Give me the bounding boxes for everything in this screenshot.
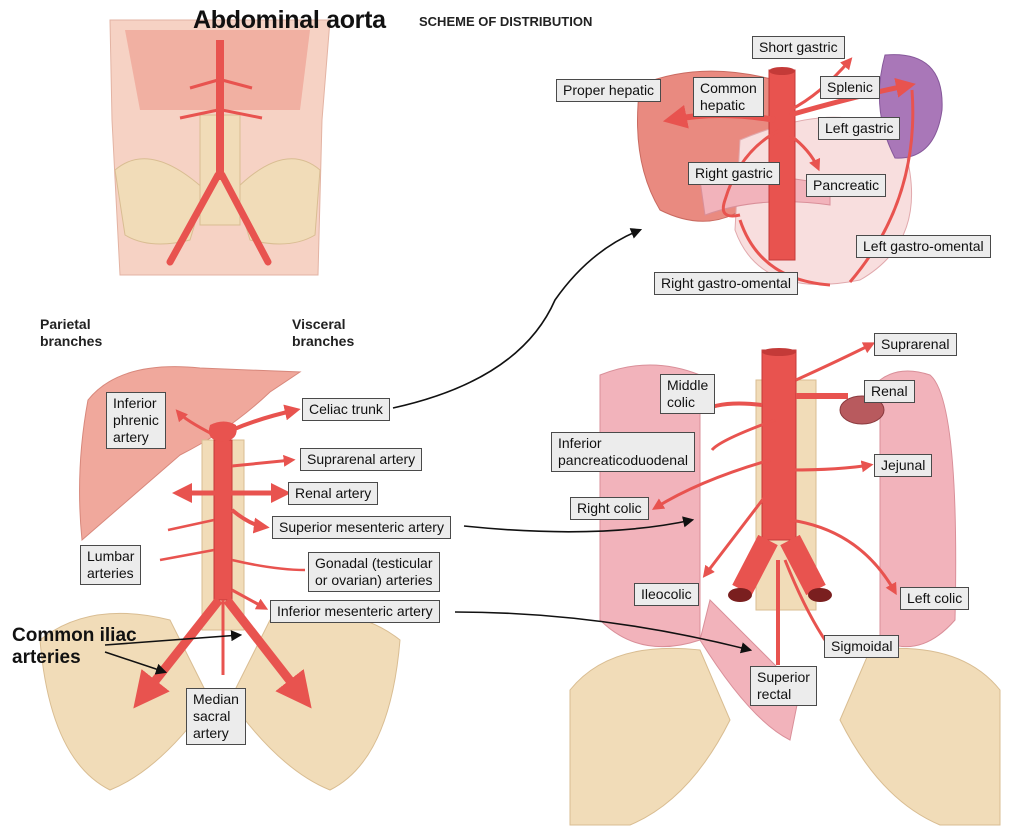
label-jejunal: Jejunal <box>874 454 933 477</box>
figure-title: Abdominal aorta <box>193 6 386 34</box>
label-common-iliac-arteries: Common iliac arteries <box>12 625 137 668</box>
label-suprarenal-artery: Suprarenal artery <box>300 448 423 471</box>
label-right-gastric: Right gastric <box>688 162 780 185</box>
label-short-gastric: Short gastric <box>752 36 845 59</box>
label-right-colic: Right colic <box>570 497 649 520</box>
label-pancreatic: Pancreatic <box>806 174 887 197</box>
torso-thumbnail <box>109 19 331 276</box>
label-median-sacral-artery: Median sacral artery <box>186 688 246 745</box>
label-superior-mesenteric-artery: Superior mesenteric artery <box>272 516 451 539</box>
label-ileocolic: Ileocolic <box>634 583 699 606</box>
label-celiac-trunk: Celiac trunk <box>302 398 390 421</box>
leader-arrows <box>104 228 753 675</box>
label-renal: Renal <box>864 380 915 403</box>
label-splenic: Splenic <box>820 76 880 99</box>
label-lumbar-arteries: Lumbar arteries <box>80 545 142 585</box>
label-inferior-phrenic: Inferior phrenic artery <box>106 392 166 449</box>
figure-subtitle: SCHEME OF DISTRIBUTION <box>419 14 593 29</box>
label-suprarenal: Suprarenal <box>874 333 957 356</box>
abdominal-aorta-illustration <box>39 366 401 791</box>
label-proper-hepatic: Proper hepatic <box>556 79 662 102</box>
mesenteric-distribution-illustration <box>569 342 1001 826</box>
label-renal-artery: Renal artery <box>288 482 379 505</box>
label-inferior-mesenteric-artery: Inferior mesenteric artery <box>270 600 440 623</box>
label-gonadal-arteries: Gonadal (testicular or ovarian) arteries <box>308 552 440 592</box>
parietal-branches-heading: Parietal branches <box>40 316 103 349</box>
visceral-branches-heading: Visceral branches <box>292 316 355 349</box>
label-left-gastro-omental: Left gastro-omental <box>856 235 991 258</box>
label-common-hepatic: Common hepatic <box>693 77 764 117</box>
label-right-gastro-omental: Right gastro-omental <box>654 272 798 295</box>
label-left-gastric: Left gastric <box>818 117 901 140</box>
label-middle-colic: Middle colic <box>660 374 716 414</box>
label-inferior-pancreaticoduodenal: Inferior pancreaticoduodenal <box>551 432 695 472</box>
label-sigmoidal: Sigmoidal <box>824 635 900 658</box>
label-superior-rectal: Superior rectal <box>750 666 817 706</box>
label-left-colic: Left colic <box>900 587 970 610</box>
